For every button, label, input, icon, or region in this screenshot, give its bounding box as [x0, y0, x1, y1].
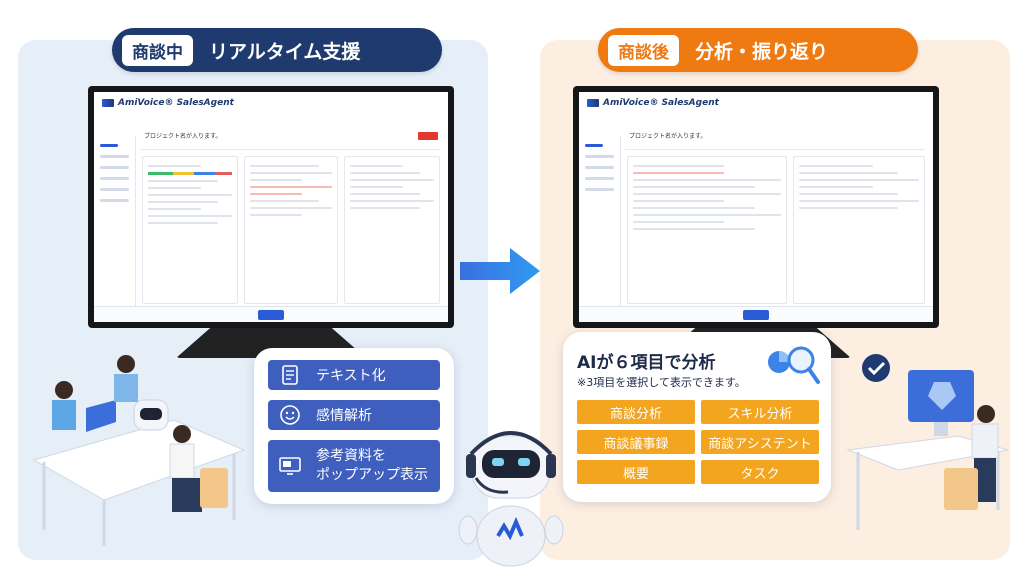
- sidebar-item[interactable]: [100, 188, 129, 191]
- sidebar-item[interactable]: [585, 144, 603, 147]
- save-button[interactable]: [743, 310, 769, 320]
- feature-label: ポップアップ表示: [316, 467, 428, 483]
- realtime-app-screen: AmiVoice® SalesAgent プロジェクト名が入ります。: [94, 92, 448, 322]
- realtime-features-bubble: テキスト化 感情解析 参考資料を ポップアップ表示: [254, 348, 454, 504]
- app-sidebar: [94, 136, 136, 322]
- feature-reference-popup: 参考資料を ポップアップ表示: [268, 440, 440, 492]
- feature-label: 参考資料を: [316, 448, 386, 465]
- realtime-monitor: AmiVoice® SalesAgent プロジェクト名が入ります。: [88, 86, 454, 328]
- category-meeting-minutes: 商談議事録: [577, 430, 695, 454]
- end-meeting-button[interactable]: [418, 132, 438, 140]
- analysis-monitor: AmiVoice® SalesAgent プロジェクト名が入ります。: [573, 86, 939, 328]
- app-logo-text: AmiVoice® SalesAgent: [603, 98, 719, 108]
- summary-column: [793, 156, 925, 304]
- ai-analysis-title: AIが６項目で分析: [577, 353, 716, 373]
- in-meeting-tag: 商談中: [122, 34, 193, 66]
- analysis-column: [627, 156, 787, 304]
- realtime-header: 商談中 リアルタイム支援: [112, 28, 442, 72]
- category-tasks: タスク: [701, 460, 819, 484]
- app-logo: AmiVoice® SalesAgent: [587, 98, 719, 108]
- feature-transcription: テキスト化: [268, 360, 440, 390]
- analysis-header: 商談後 分析・振り返り: [598, 28, 918, 72]
- ai-analysis-bubble: AIが６項目で分析 ※3項目を選択して表示できます。 商談分析 スキル分析 商談…: [563, 332, 831, 502]
- category-summary: 概要: [577, 460, 695, 484]
- sidebar-item[interactable]: [585, 166, 614, 169]
- feature-label-group: 参考資料を ポップアップ表示: [316, 447, 428, 485]
- project-title: プロジェクト名が入ります。: [140, 128, 440, 150]
- feature-label: 感情解析: [316, 408, 372, 424]
- analysis-app-screen: AmiVoice® SalesAgent プロジェクト名が入ります。: [579, 92, 933, 322]
- category-meeting-analysis: 商談分析: [577, 400, 695, 424]
- analysis-header-label: 分析・振り返り: [695, 40, 829, 63]
- sidebar-item[interactable]: [100, 144, 118, 147]
- monitor-popup-icon: [279, 457, 301, 475]
- feature-emotion-analysis: 感情解析: [268, 400, 440, 430]
- app-bottom-bar: [94, 306, 448, 322]
- app-logo-text: AmiVoice® SalesAgent: [118, 98, 234, 108]
- sidebar-item[interactable]: [100, 177, 129, 180]
- right-arrow-icon: [460, 248, 540, 294]
- memo-column: [344, 156, 440, 304]
- sidebar-item[interactable]: [100, 155, 129, 158]
- ai-analysis-note: ※3項目を選択して表示できます。: [577, 376, 746, 389]
- amivoice-logo-icon: [102, 99, 114, 107]
- transcript-column: [244, 156, 338, 304]
- app-bottom-bar: [579, 306, 933, 322]
- magnifier-chart-icon: [768, 346, 820, 384]
- sidebar-item[interactable]: [585, 155, 614, 158]
- meeting-team-illustration: [32, 355, 246, 546]
- category-meeting-assistant: 商談アシステント: [701, 430, 819, 454]
- smile-icon: [280, 405, 300, 425]
- robot-mascot-icon: [458, 431, 564, 567]
- after-meeting-tag: 商談後: [608, 34, 679, 66]
- sidebar-item[interactable]: [585, 177, 614, 180]
- app-sidebar: [579, 136, 621, 322]
- sidebar-item[interactable]: [585, 188, 614, 191]
- project-title: プロジェクト名が入ります。: [625, 128, 925, 150]
- sidebar-item[interactable]: [100, 199, 129, 202]
- analyst-desk-illustration: [846, 354, 1009, 530]
- amivoice-logo-icon: [587, 99, 599, 107]
- start-button[interactable]: [258, 310, 284, 320]
- feature-label: テキスト化: [316, 368, 386, 384]
- category-skill-analysis: スキル分析: [701, 400, 819, 424]
- sidebar-item[interactable]: [100, 166, 129, 169]
- realtime-header-label: リアルタイム支援: [209, 40, 361, 63]
- emotion-column: [142, 156, 238, 304]
- emotion-bar: [148, 172, 232, 175]
- document-icon: [282, 365, 298, 385]
- app-logo: AmiVoice® SalesAgent: [102, 98, 234, 108]
